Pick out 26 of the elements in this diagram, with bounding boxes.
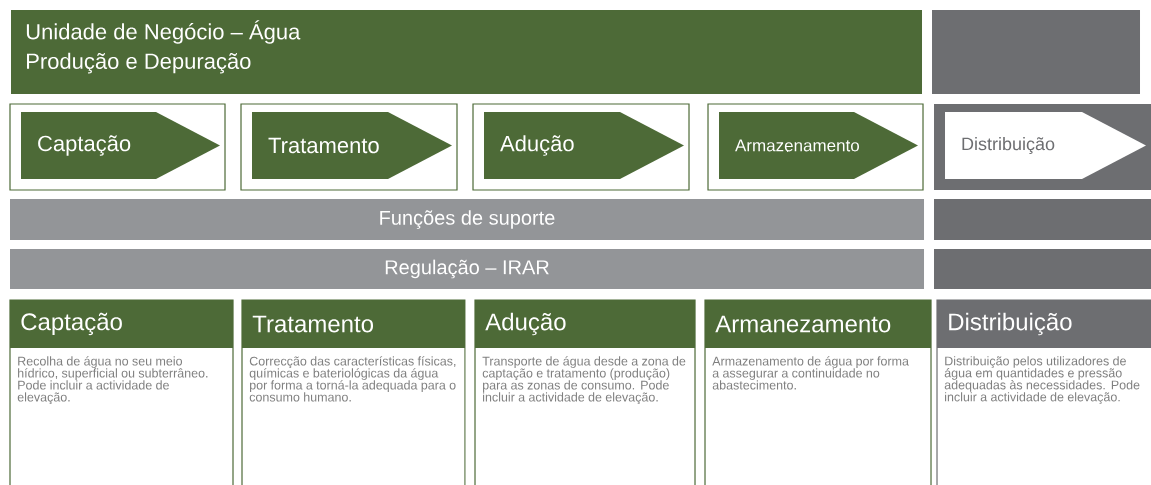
info-card [936,299,1151,485]
header-band: Unidade de Negócio – Água Produção e Depuração [11,10,922,94]
info-card [241,299,466,485]
card-text: Transporte de água desde a zona de captação e tratamento (produção) para as zonas de consumo. Pode incluir a actividade de elevação. [482,356,686,405]
info-card [9,299,234,485]
side-box [934,249,1151,289]
pentagon-step: Armazenamento [719,112,918,179]
card-heading: Armanezamento [715,315,891,333]
side-box [932,10,1140,94]
label-band: Funções de suporte [10,199,924,240]
card-heading: Adução [485,312,566,336]
label-band: Regulação – IRAR [10,249,924,289]
card-text: Correcção das características físicas, químicas e bateriológicas da água por forma a torná-la adequada para o consumo humano. [249,356,456,402]
info-card [474,299,696,485]
pentagon-step: Distribuição [945,112,1146,179]
info-card [704,299,932,485]
pentagon-step: Tratamento [252,112,452,179]
pentagon-step: Adução [484,112,684,179]
card-text: Armazenamento de água por forma a assegurar a continuidade no abastecimento. [712,356,909,390]
side-box [934,199,1151,240]
card-heading: Tratamento [252,315,374,333]
card-heading: Distribuição [949,312,1072,336]
pentagon-step: Captação [21,112,220,179]
card-text: Distribuição pelos utilizadores de água em quantidades e pressão adequadas às necessidades. Pode incluir a actividade de elevação. [944,356,1140,404]
card-text: Recolha de água no seu meio hídrico, superficial ou subterrâneo. Pode incluir a actividade de elevação. [17,356,208,405]
card-heading: Captação [21,312,122,336]
